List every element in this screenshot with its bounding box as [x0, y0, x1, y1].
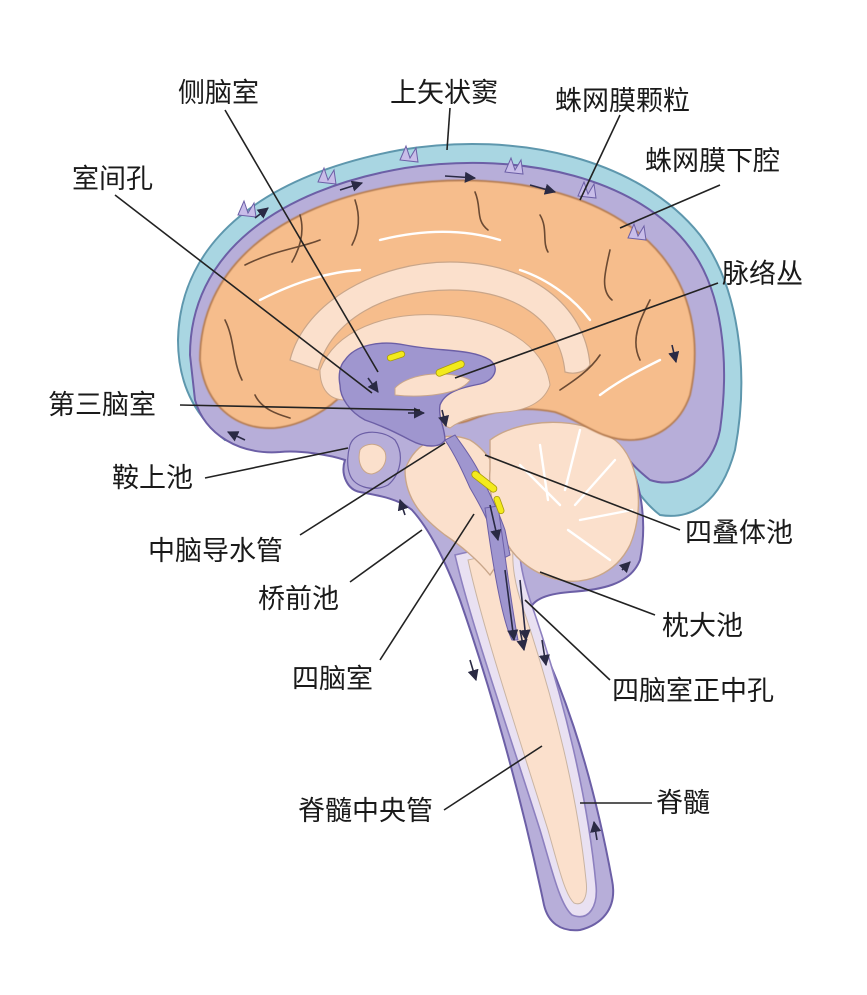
label-central-canal: 脊髓中央管: [298, 796, 433, 827]
choroid-plexus-marks: [386, 350, 505, 515]
label-cerebral-aqueduct: 中脑导水管: [148, 536, 283, 567]
label-median-aperture: 四脑室正中孔: [612, 676, 774, 707]
pituitary-shape: [358, 443, 387, 475]
cortex-sulci: [224, 191, 662, 419]
leader-lines: [114, 107, 721, 811]
label-third-ventricle: 第三脑室: [48, 390, 156, 421]
csf-flow-arrows: [226, 171, 680, 841]
cerebellum-folia: [518, 428, 634, 562]
label-arachnoid-granulations: 蛛网膜颗粒: [555, 86, 690, 117]
label-spinal-cord: 脊髓: [656, 788, 710, 819]
label-subarachnoid-space: 蛛网膜下腔: [645, 146, 780, 177]
label-interventricular-foramen: 室间孔: [72, 164, 153, 195]
ventricle-white-island: [394, 373, 471, 397]
label-fourth-ventricle: 四脑室: [292, 664, 373, 695]
corpus-callosum-arc: [289, 261, 591, 374]
label-prepontine-cistern: 桥前池: [258, 584, 339, 615]
label-suprasellar-cistern: 鞍上池: [112, 463, 193, 494]
label-choroid-plexus: 脉络丛: [722, 259, 803, 290]
label-cisterna-magna: 枕大池: [662, 611, 743, 642]
label-quadrigeminal-cistern: 四叠体池: [685, 518, 793, 549]
label-superior-sagittal-sinus: 上矢状窦: [390, 78, 498, 109]
label-lateral-ventricle: 侧脑室: [178, 78, 259, 109]
